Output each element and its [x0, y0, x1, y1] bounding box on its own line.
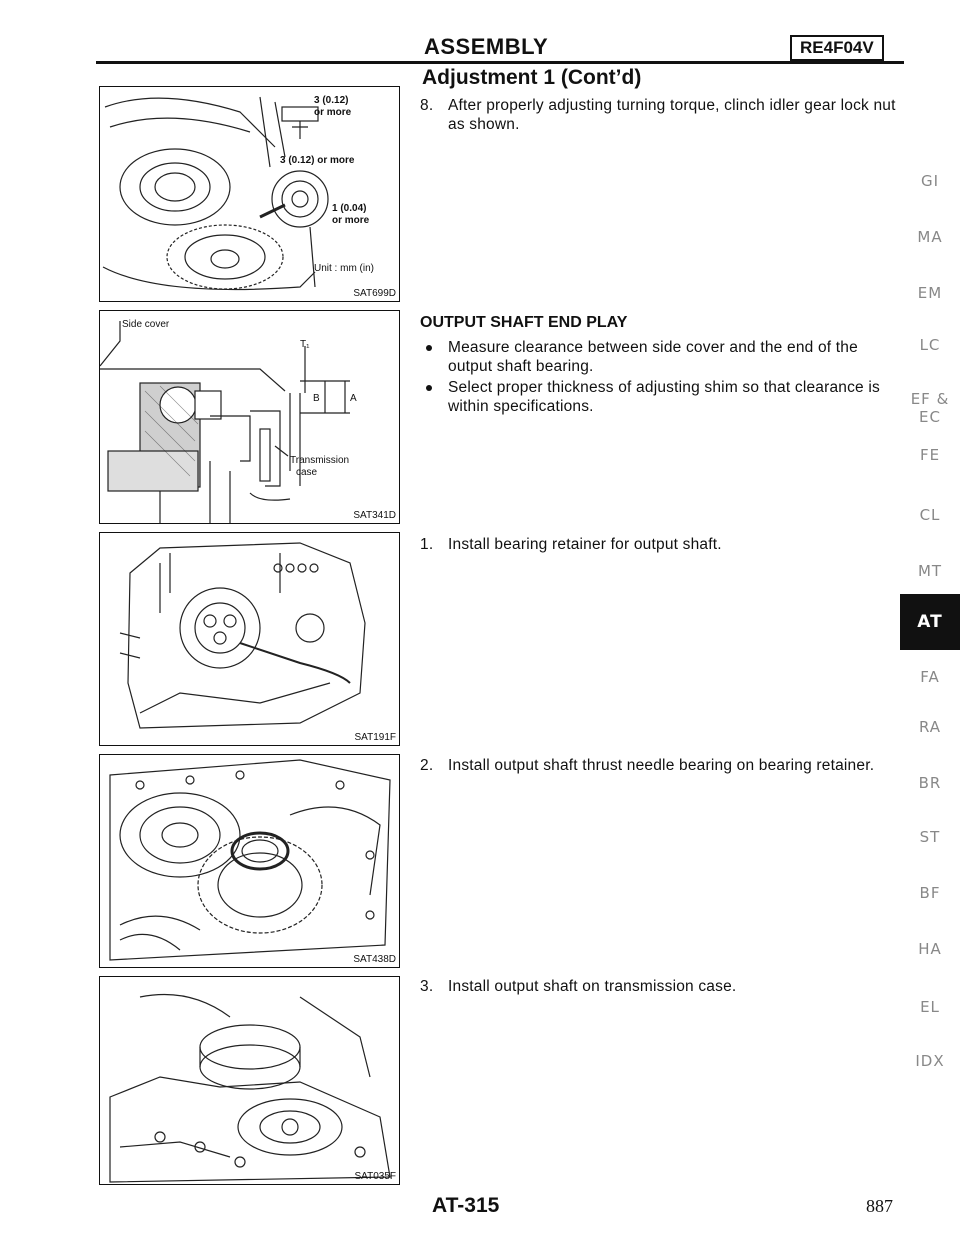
figure-code: SAT191F — [354, 732, 397, 743]
tab-cl[interactable]: CL — [919, 506, 941, 524]
tab-fa[interactable]: FA — [920, 668, 940, 686]
figure-idler-gear-lock-nut: 3 (0.12) or more 3 (0.12) or more 1 (0.0… — [99, 86, 400, 302]
step-3: 3. Install output shaft on transmission … — [420, 977, 900, 996]
step-1: 1. Install bearing retainer for output s… — [420, 535, 900, 554]
step-number: 1. — [420, 536, 434, 553]
tab-ra[interactable]: RA — [918, 718, 942, 736]
dim-label: or more — [332, 215, 370, 226]
tab-em[interactable]: EM — [917, 284, 943, 302]
case-label: case — [296, 467, 318, 478]
tab-mt[interactable]: MT — [917, 562, 943, 580]
figure-code: SAT438D — [353, 954, 396, 965]
model-badge: RE4F04V — [790, 35, 884, 61]
tab-ec[interactable]: EC — [919, 408, 941, 426]
section-heading: OUTPUT SHAFT END PLAY — [420, 314, 628, 331]
header-rule — [96, 61, 904, 64]
step-number: 2. — [420, 757, 434, 774]
tab-el[interactable]: EL — [920, 998, 940, 1016]
page-code: AT-315 — [432, 1194, 500, 1217]
bullet-item: Select proper thickness of adjusting shi… — [420, 378, 902, 416]
tab-br[interactable]: BR — [918, 774, 942, 792]
dim-a-label: A — [350, 393, 357, 404]
page-header-title: ASSEMBLY — [424, 34, 549, 59]
step-number: 3. — [420, 978, 434, 995]
tab-bf[interactable]: BF — [919, 884, 941, 902]
bullet-item: Measure clearance between side cover and… — [420, 338, 902, 376]
bullet-dot — [426, 385, 432, 391]
output-shaft-illustration — [109, 994, 391, 1183]
dim-b-label: B — [313, 393, 320, 404]
page-number: 887 — [866, 1196, 893, 1216]
tab-idx[interactable]: IDX — [915, 1052, 945, 1070]
idler-gear-illustration — [102, 96, 329, 291]
tab-gi[interactable]: GI — [920, 172, 940, 190]
tab-fe[interactable]: FE — [919, 446, 941, 464]
bullet-dot — [426, 345, 432, 351]
tab-at-active[interactable]: AT — [900, 594, 960, 650]
dim-label: 3 (0.12) or more — [280, 155, 355, 166]
transmission-label: Transmission — [290, 455, 350, 466]
end-play-cross-section — [100, 321, 350, 523]
dim-label: 3 (0.12) — [314, 95, 349, 106]
bullet-text: Select proper thickness of adjusting shi… — [448, 379, 880, 415]
tab-lc[interactable]: LC — [919, 336, 941, 354]
figure-output-shaft-end-play: Side cover T₁ B A Transmission case SAT3… — [99, 310, 400, 524]
figure-code: SAT341D — [353, 510, 396, 521]
bullet-text: Measure clearance between side cover and… — [448, 339, 858, 375]
tab-ef[interactable]: EF & — [910, 390, 950, 408]
tab-ha[interactable]: HA — [918, 940, 942, 958]
section-title: Adjustment 1 (Cont’d) — [422, 66, 642, 89]
step-number: 8. — [420, 97, 434, 114]
dim-label: 1 (0.04) — [332, 203, 367, 214]
tab-st[interactable]: ST — [919, 828, 941, 846]
step-text: After properly adjusting turning torque,… — [448, 97, 896, 133]
step-text: Install output shaft thrust needle beari… — [448, 757, 875, 774]
tab-ma[interactable]: MA — [917, 228, 943, 246]
step-8: 8. After properly adjusting turning torq… — [420, 96, 900, 134]
side-cover-label: Side cover — [122, 319, 170, 330]
figure-output-shaft-install: SAT035F — [99, 976, 400, 1185]
bearing-retainer-illustration — [119, 542, 366, 729]
figure-code: SAT699D — [353, 288, 396, 299]
step-2: 2. Install output shaft thrust needle be… — [420, 756, 898, 775]
figure-code: SAT035F — [354, 1171, 397, 1182]
figure-bearing-retainer: SAT191F — [99, 532, 400, 746]
step-text: Install output shaft on transmission cas… — [448, 978, 737, 995]
thrust-needle-bearing-illustration — [109, 759, 391, 961]
unit-label: Unit : mm (in) — [314, 263, 374, 274]
figure-thrust-needle-bearing: SAT438D — [99, 754, 400, 968]
output-shaft-end-play-section: OUTPUT SHAFT END PLAY Measure clearance … — [420, 314, 902, 416]
dim-label: or more — [314, 107, 352, 118]
step-text: Install bearing retainer for output shaf… — [448, 536, 722, 553]
t1-label: T₁ — [300, 339, 310, 350]
